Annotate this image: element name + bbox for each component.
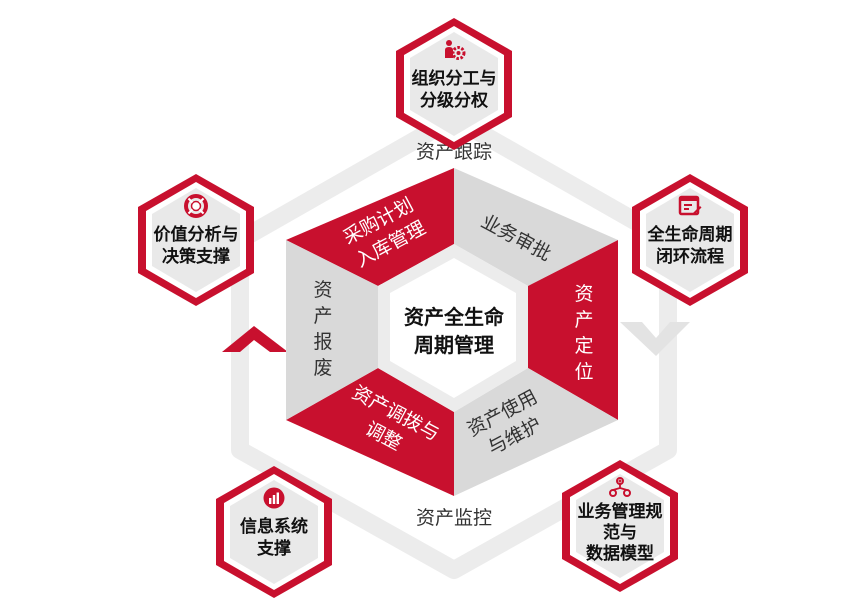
segment-approval[interactable] [454,168,618,286]
node-value-label: 价值分析与 决策支撑 [153,225,239,267]
node-lifecycle-process[interactable]: 全生命周期 闭环流程 [620,170,760,310]
node-value-analysis[interactable]: 价值分析与 决策支撑 [126,170,266,310]
node-org-division[interactable]: 组织分工与 分级分权 [384,14,524,154]
node-business-norms[interactable]: 业务管理规 范与 数据模型 [550,456,690,596]
center-title-line1: 资产全生命 [404,305,505,329]
svg-text:报废: 报废 [313,331,332,379]
outer-label-bottom: 资产监控 [416,507,492,529]
center-title-line2: 周期管理 [414,333,494,357]
segment-location[interactable] [528,240,618,420]
node-norms-label: 业务管理规 范与 数据模型 [577,502,663,564]
outer-label-top: 资产跟踪 [416,141,492,163]
center-hex [390,258,516,398]
segment-procurement[interactable] [286,168,454,286]
svg-text:资产: 资产 [313,279,332,327]
document-icon [678,195,702,216]
node-lifecycle-label: 全生命周期 闭环流程 [647,225,733,267]
segment-disposal-text: 资产 报废 [313,279,332,379]
right-chevron-gray [620,322,690,356]
segment-location-text: 资产 定位 [574,283,593,383]
segment-transfer[interactable] [286,368,454,496]
chart-icon [263,487,285,509]
segment-disposal[interactable] [286,240,378,420]
node-org-label: 组织分工与 分级分权 [411,69,497,111]
org-gear-icon [445,40,466,60]
node-info-label: 信息系统 支撑 [240,517,308,559]
left-chevron-red [222,326,288,352]
lifebuoy-icon [184,194,208,218]
svg-text:资产: 资产 [574,283,593,331]
network-icon [609,477,631,497]
svg-text:定位: 定位 [574,335,593,383]
node-information-system[interactable]: 信息系统 支撑 [204,462,344,602]
segment-use-maintenance[interactable] [454,368,618,496]
